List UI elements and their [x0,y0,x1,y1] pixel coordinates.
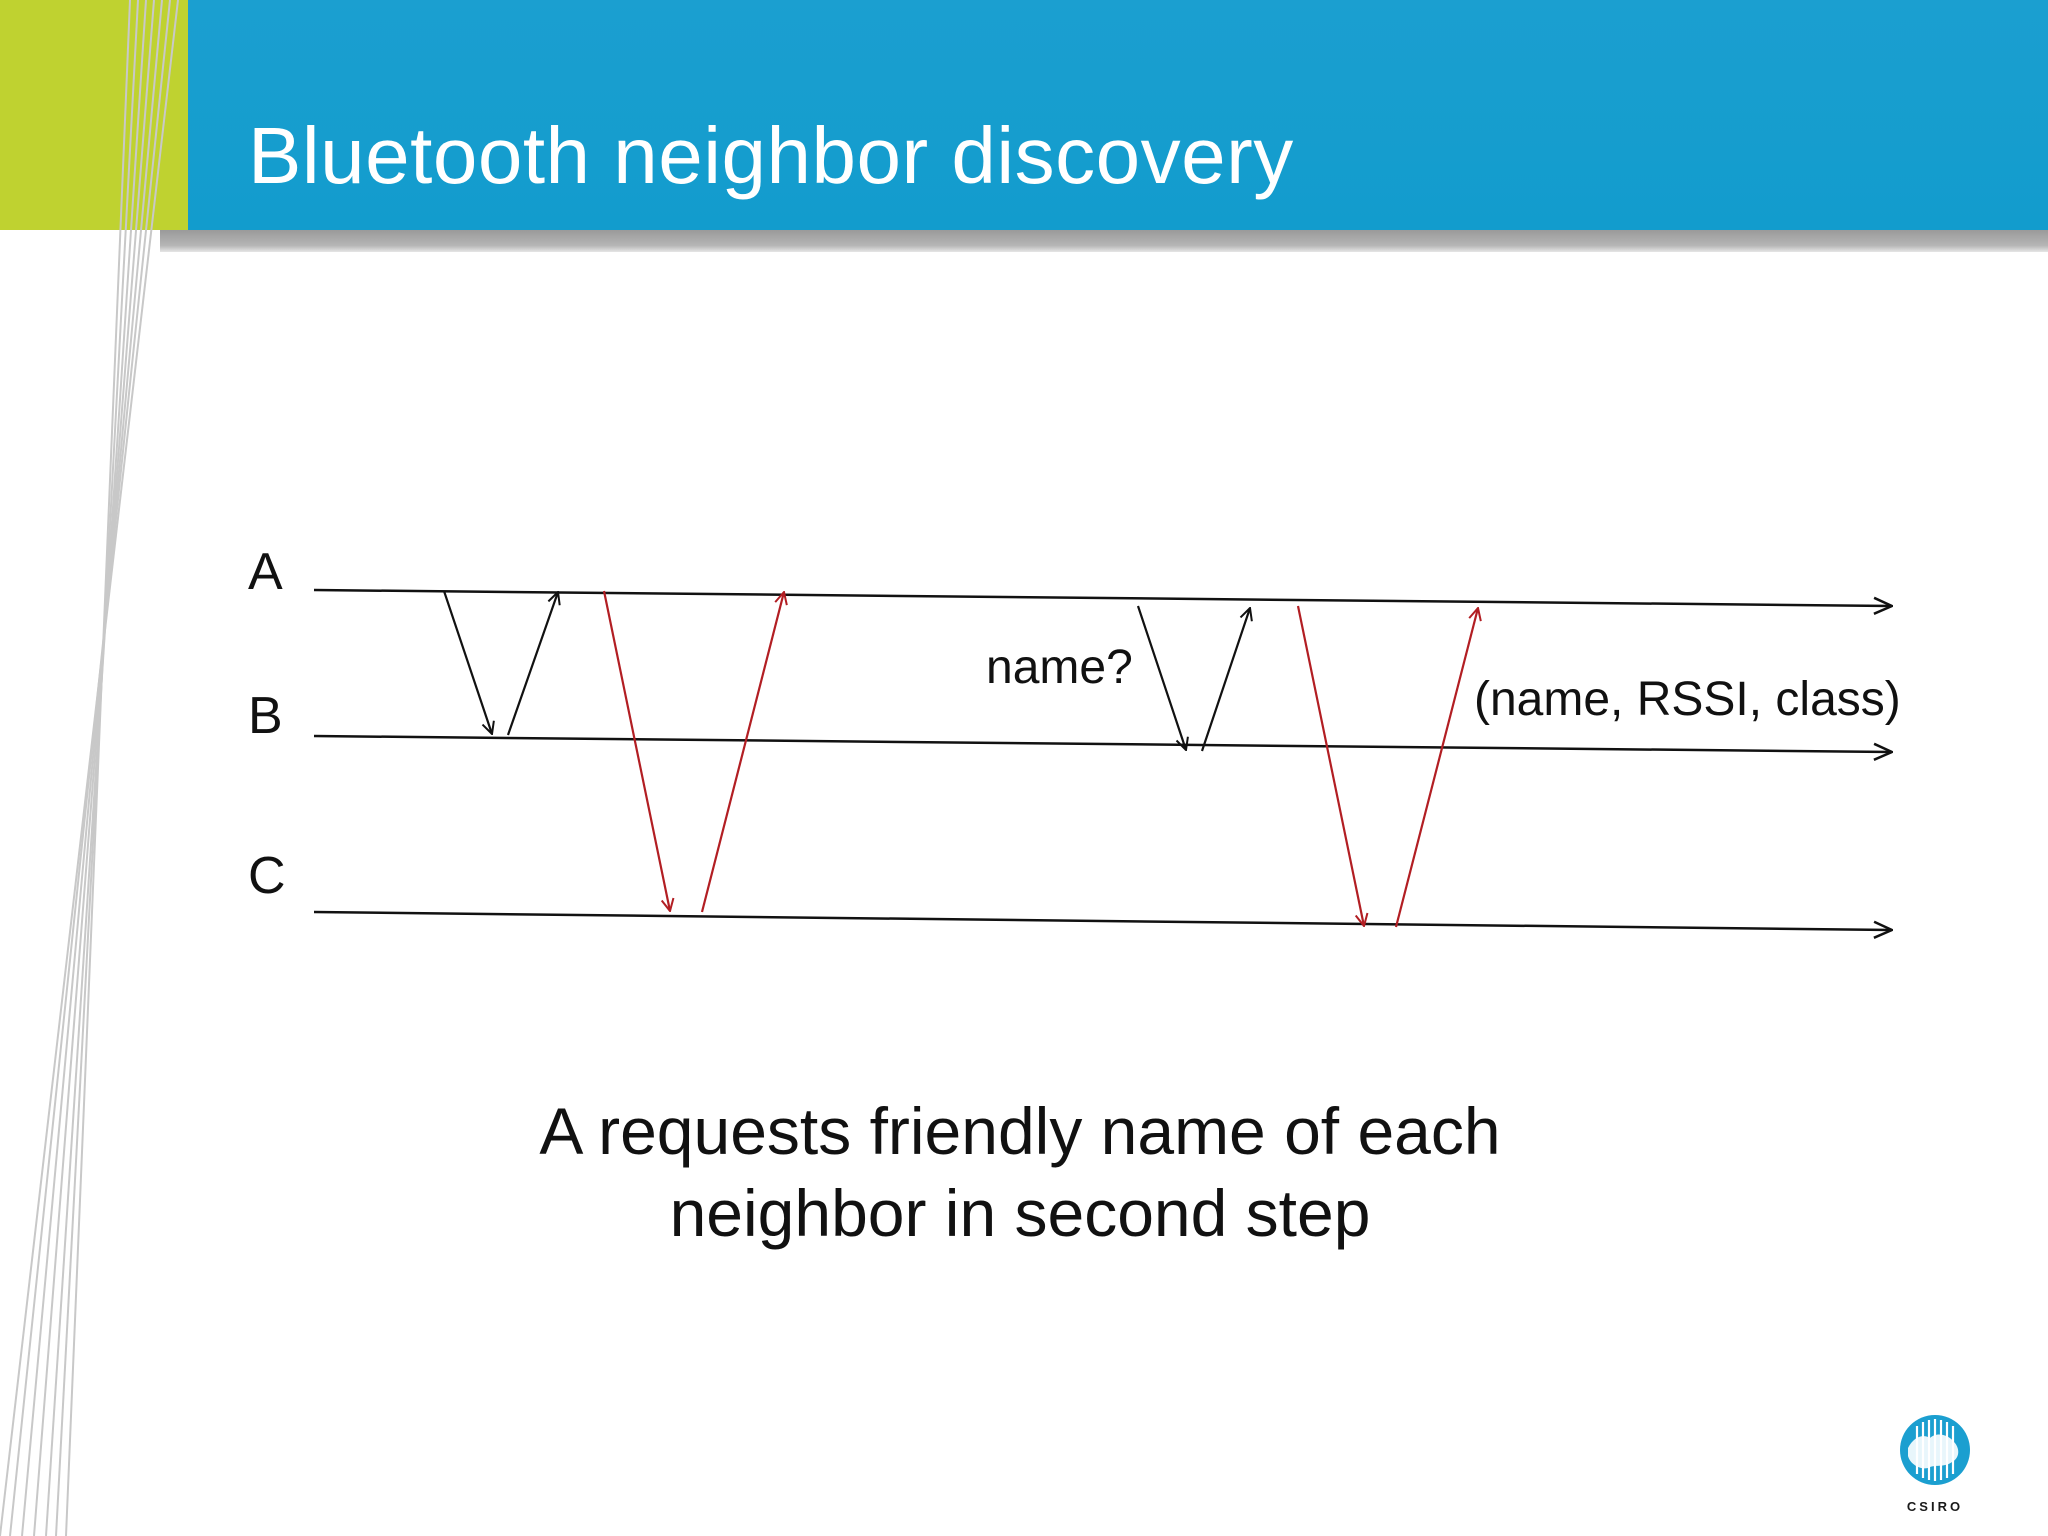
message-a-to-c-1 [602,590,670,911]
slide-caption: A requests friendly name of each neighbo… [420,1090,1620,1254]
logo-text: CSIRO [1907,1499,1963,1514]
timeline-a [313,588,1892,606]
message-a-to-b-1 [442,590,492,734]
lane-label-b: B [248,687,283,745]
slide-title: Bluetooth neighbor discovery [248,111,1294,200]
timeline-c [313,910,1892,930]
message-a-to-c-2 [1296,605,1364,926]
name-request-label: name? [986,641,1133,694]
csiro-logo-icon: CSIRO [1900,1415,1970,1514]
message-b-to-a-1 [506,592,558,736]
message-c-to-a-2 [1394,608,1478,928]
message-c-to-a-1 [700,592,784,913]
caption-line-1: A requests friendly name of each [539,1094,1501,1168]
message-a-to-b-2 [1136,605,1186,750]
caption-line-2: neighbor in second step [669,1176,1371,1250]
lane-label-c: C [248,847,286,905]
header-band [0,0,2048,230]
timeline-b [313,734,1892,752]
lane-label-a: A [248,543,283,601]
message-b-to-a-2 [1200,608,1250,752]
header-shadow-bar [160,230,2048,252]
name-response-label: (name, RSSI, class) [1474,673,1901,726]
